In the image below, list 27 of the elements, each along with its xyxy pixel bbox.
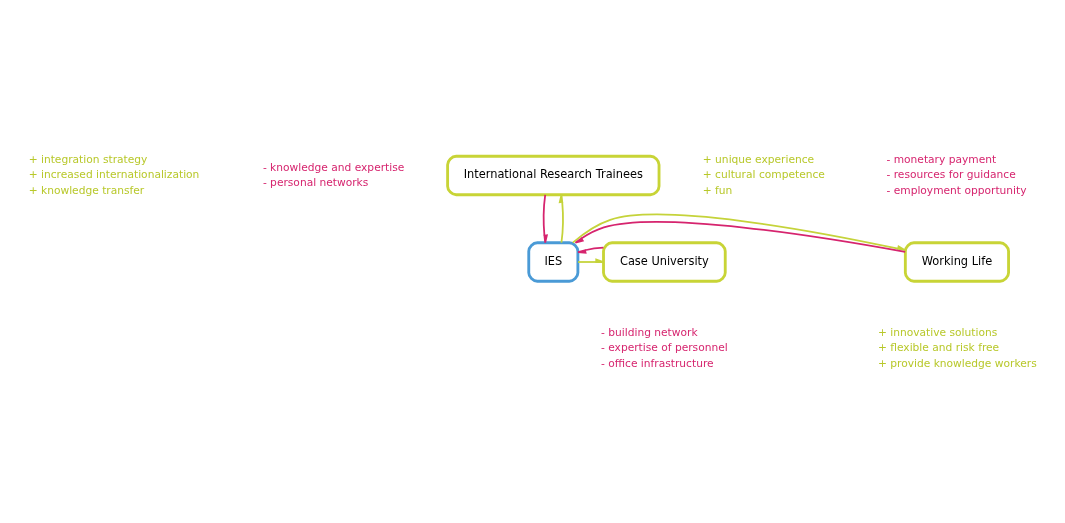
node-label: + innovative solutions [877,325,998,339]
node-box: Case University [602,240,727,283]
node-label: + knowledge transfer [28,183,145,197]
arrow [558,193,564,244]
node-box: International Research Trainees [446,154,661,196]
node-label: + integration strategy [28,152,148,166]
node-label: + unique experience [702,152,815,166]
node-label: + provide knowledge workers [877,356,1037,370]
arrow [577,246,605,254]
arrow [574,220,907,253]
node-label: - knowledge and expertise [262,160,405,174]
node-box: Working Life [903,240,1010,283]
node-label: - monetary payment [886,152,997,166]
node-label: - building network [601,325,698,339]
node-label: + increased internationalization [28,167,200,181]
node-label: + fun [702,183,733,197]
node-box: IES [527,240,580,283]
node-label: - resources for guidance [886,167,1016,181]
node-label: - employment opportunity [886,183,1027,197]
node-label: - expertise of personnel [601,340,728,354]
node-label: + flexible and risk free [877,340,1000,354]
arrow [542,193,549,244]
arrow [571,213,906,251]
arrow [577,257,605,263]
node-label: + cultural competence [702,167,825,181]
node-label: - personal networks [262,175,369,189]
node-label: - office infrastructure [601,356,714,370]
